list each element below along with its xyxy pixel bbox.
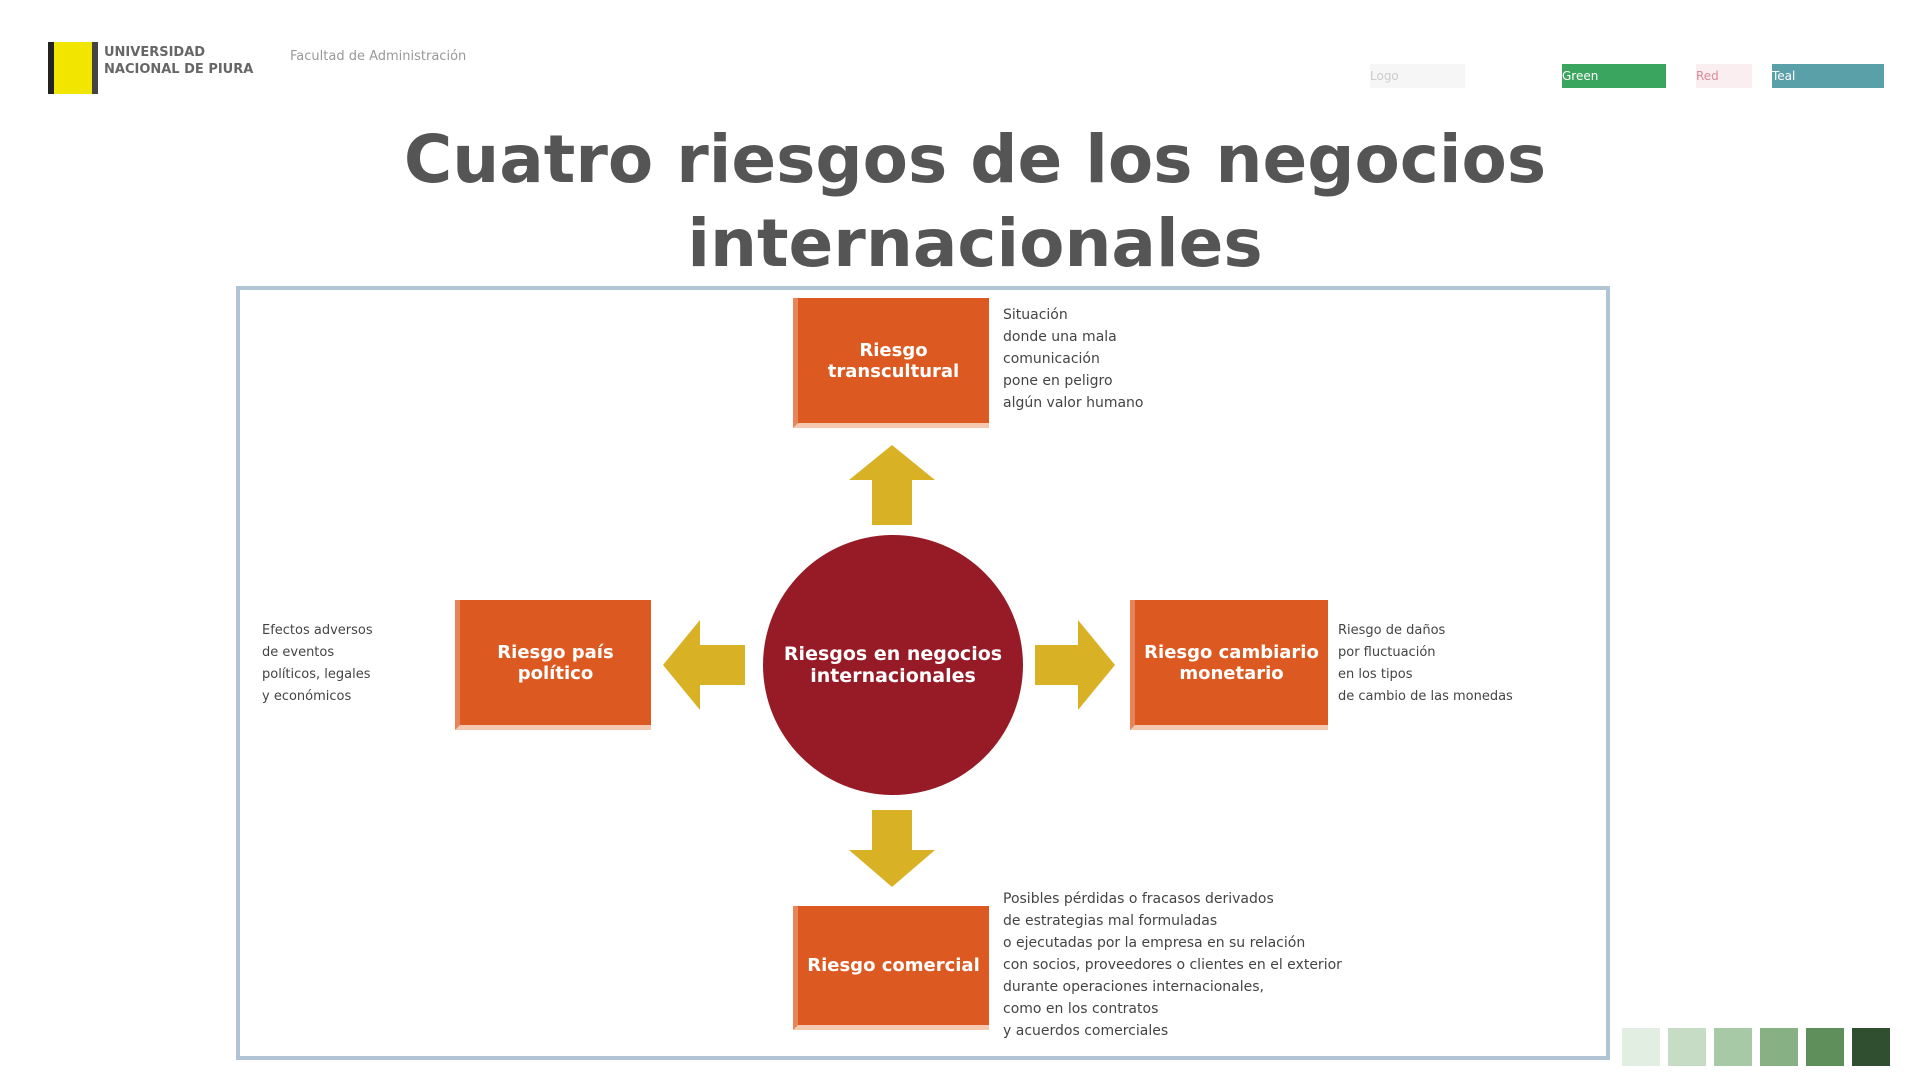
desc-line: pone en peligro [1003, 373, 1113, 389]
desc-line: de eventos [262, 645, 335, 660]
decor-square [1714, 1028, 1752, 1066]
desc-line: algún valor humano [1003, 395, 1144, 411]
risk-box-bottom: Riesgo comercial [793, 906, 989, 1030]
arrow-down-icon [849, 810, 935, 887]
decor-square [1806, 1028, 1844, 1066]
risk-box-top: Riesgo transcultural [793, 298, 989, 428]
decor-square [1760, 1028, 1798, 1066]
desc-line: políticos, legales [262, 667, 371, 682]
diagram-frame [236, 286, 1610, 1060]
desc-line: donde una mala [1003, 329, 1117, 345]
arrow-up-icon [849, 445, 935, 525]
decor-square [1622, 1028, 1660, 1066]
desc-line: en los tipos [1338, 667, 1413, 682]
desc-line: y acuerdos comerciales [1003, 1023, 1169, 1039]
slide-title: Cuatro riesgos de los negocios internaci… [403, 121, 1547, 282]
bottom-description: Posibles pérdidas o fracasos derivados de… [1003, 888, 1342, 1042]
desc-line: o ejecutadas por la empresa en su relaci… [1003, 935, 1306, 951]
desc-line: por fluctuación [1338, 645, 1436, 660]
arrow-left-icon [663, 620, 745, 710]
risk-box-right: Riesgo cambiario monetario [1130, 600, 1328, 730]
university-name: UNIVERSIDAD NACIONAL DE PIURA [104, 45, 254, 77]
risk-box-left: Riesgo país político [455, 600, 651, 730]
desc-line: Situación [1003, 307, 1068, 323]
partner-logo: Teal [1772, 64, 1884, 88]
faculty-name: Facultad de Administración [290, 49, 467, 64]
decor-square [1668, 1028, 1706, 1066]
desc-line: durante operaciones internacionales, [1003, 979, 1264, 995]
desc-line: Posibles pérdidas o fracasos derivados [1003, 891, 1274, 907]
arrow-right-icon [1035, 620, 1115, 710]
right-description: Riesgo de daños por fluctuación en los tip… [1338, 620, 1513, 708]
desc-line: y económicos [262, 689, 352, 704]
desc-line: Efectos adversos [262, 623, 373, 638]
top-description: Situación donde una mala comunicación pone … [1003, 304, 1143, 414]
desc-line: de estrategias mal formuladas [1003, 913, 1218, 929]
desc-line: como en los contratos [1003, 1001, 1159, 1017]
center-circle: Riesgos en negocios internacionales [763, 535, 1023, 795]
desc-line: con socios, proveedores o clientes en el… [1003, 957, 1342, 973]
partner-logo: Red [1696, 64, 1752, 88]
desc-line: de cambio de las monedas [1338, 689, 1513, 704]
university-logo-icon [48, 42, 98, 94]
left-description: Efectos adversos de eventos políticos, leg… [262, 620, 373, 708]
partner-logo: Green [1562, 64, 1666, 88]
decor-square [1852, 1028, 1890, 1066]
desc-line: comunicación [1003, 351, 1100, 367]
partner-logo: Logo [1370, 64, 1465, 88]
desc-line: Riesgo de daños [1338, 623, 1446, 638]
